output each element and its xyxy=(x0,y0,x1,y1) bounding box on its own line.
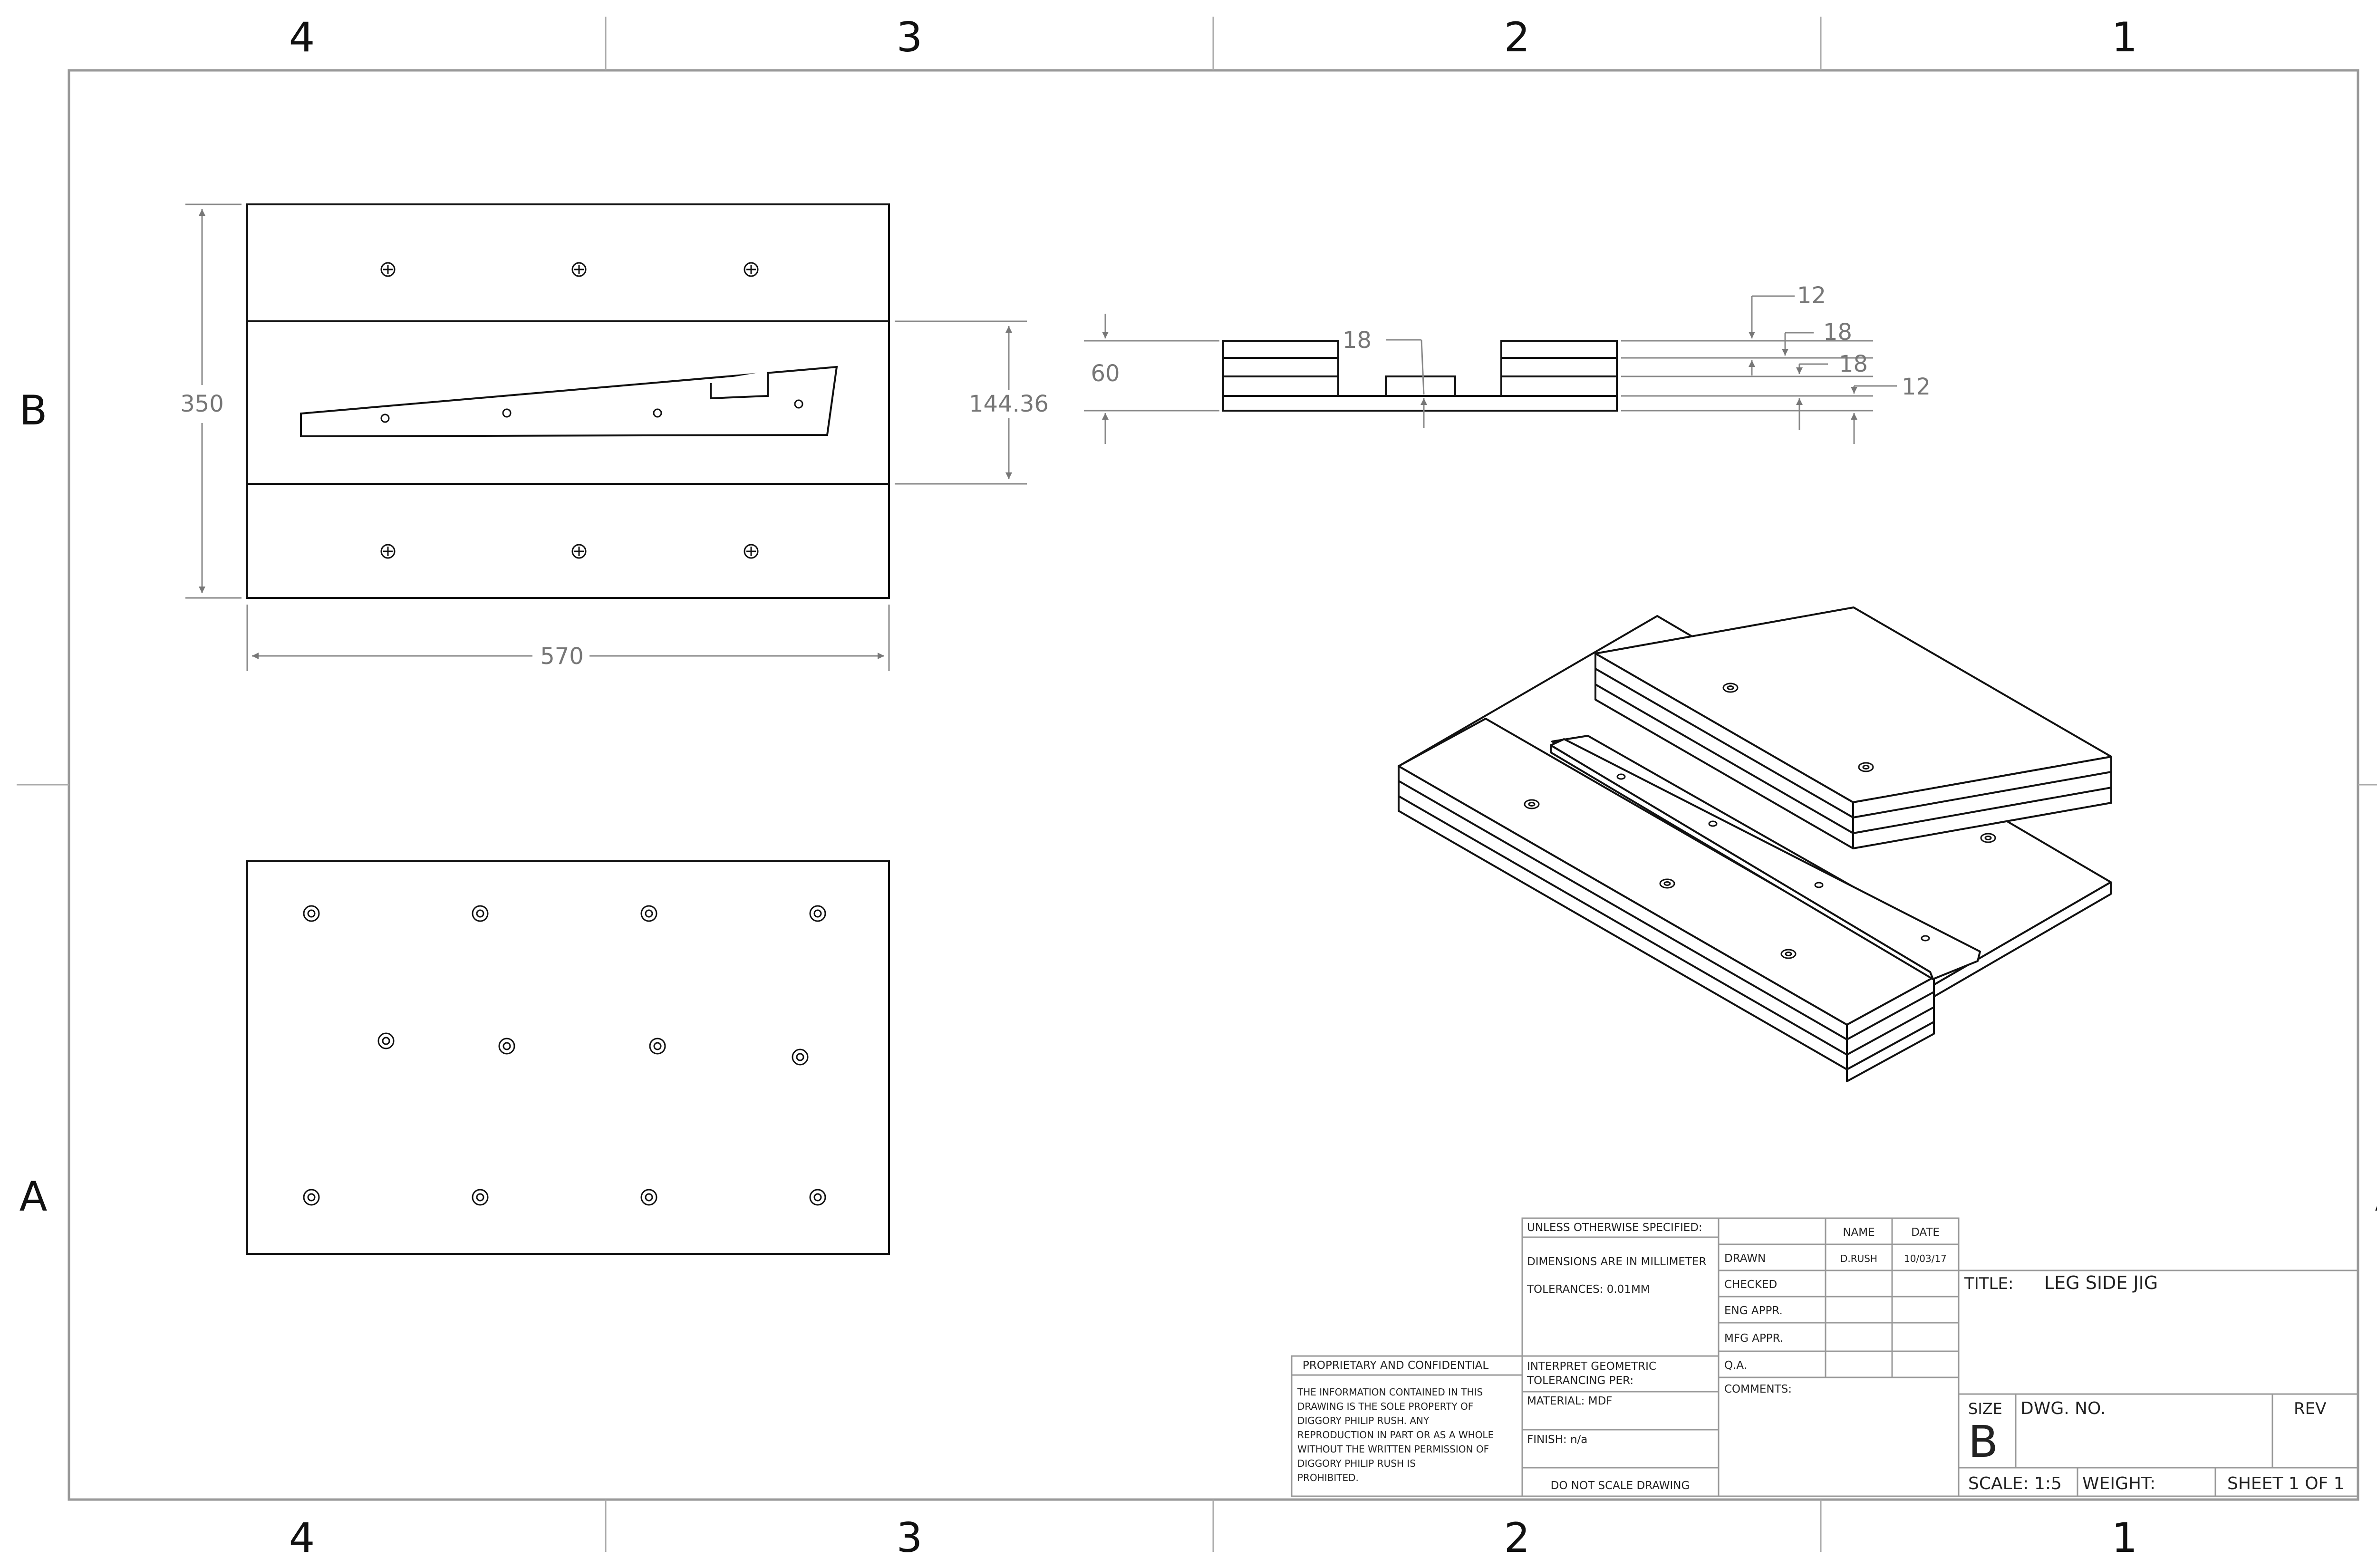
date-header: DATE xyxy=(1911,1226,1940,1239)
dimension-label: 12 xyxy=(1797,282,1826,309)
dimension-plan-width xyxy=(246,605,890,671)
interpret-text: INTERPRET GEOMETRIC xyxy=(1527,1360,1656,1373)
size-label: SIZE xyxy=(1968,1400,2002,1418)
mfg-appr-label: MFG APPR. xyxy=(1724,1332,1783,1345)
sheet-text: SHEET 1 OF 1 xyxy=(2227,1474,2345,1493)
dimension-label: 18 xyxy=(1823,319,1852,346)
dimension-label: 18 xyxy=(1343,327,1372,354)
proprietary-line: WITHOUT THE WRITTEN PERMISSION OF xyxy=(1297,1443,1489,1455)
zone-column-label: 4 xyxy=(289,1514,315,1562)
dimension-label: 60 xyxy=(1091,360,1120,387)
dimension-plan-height xyxy=(185,203,242,599)
proprietary-line: THE INFORMATION CONTAINED IN THIS xyxy=(1297,1386,1483,1398)
countersunk-holes-bottom-view xyxy=(303,905,826,1206)
dimension-label: 570 xyxy=(540,643,584,670)
bottom-view xyxy=(246,860,890,1255)
front-view xyxy=(1222,340,1618,412)
drawn-date: 10/03/17 xyxy=(1904,1253,1947,1264)
dimensions-unit-text: DIMENSIONS ARE IN MILLIMETER xyxy=(1527,1256,1707,1268)
zone-column-label: 2 xyxy=(1504,1514,1530,1562)
interpret-text: TOLERANCING PER: xyxy=(1527,1375,1633,1387)
name-header: NAME xyxy=(1843,1226,1875,1239)
zone-ticks xyxy=(17,17,2377,1552)
material-text: MATERIAL: MDF xyxy=(1527,1395,1613,1407)
drawn-name: D.RUSH xyxy=(1840,1253,1877,1264)
drawn-label: DRAWN xyxy=(1724,1252,1766,1265)
checked-label: CHECKED xyxy=(1724,1279,1777,1291)
leg-profile-notch xyxy=(710,373,769,400)
dimension-label: 144.36 xyxy=(969,391,1049,417)
title-block xyxy=(1291,1217,2359,1497)
rev-label: REV xyxy=(2294,1399,2326,1418)
dimension-label: 12 xyxy=(1902,374,1931,400)
do-not-scale-text: DO NOT SCALE DRAWING xyxy=(1551,1480,1690,1492)
unless-specified-label: UNLESS OTHERWISE SPECIFIED: xyxy=(1527,1222,1702,1234)
zone-row-label: A xyxy=(2375,1173,2377,1221)
notch-mask xyxy=(711,371,767,384)
top-view xyxy=(246,203,890,599)
leg-profile-holes xyxy=(380,399,803,423)
proprietary-line: DRAWING IS THE SOLE PROPERTY OF xyxy=(1297,1401,1473,1412)
top-view-outline xyxy=(246,203,890,599)
dimension-label: 350 xyxy=(180,391,224,417)
screw-holes-top-view xyxy=(380,262,759,559)
finish-text: FINISH: n/a xyxy=(1527,1433,1587,1446)
dimension-slot-width xyxy=(895,320,1027,485)
leg-profile-outline xyxy=(300,366,838,438)
isometric-holes xyxy=(1524,683,1996,959)
front-view-dimension-lines xyxy=(1084,295,1897,444)
proprietary-line: DIGGORY PHILIP RUSH. ANY xyxy=(1297,1415,1430,1426)
zone-column-label: 1 xyxy=(2112,14,2138,61)
proprietary-title: PROPRIETARY AND CONFIDENTIAL xyxy=(1303,1359,1488,1372)
scale-text: SCALE: 1:5 xyxy=(1968,1474,2062,1493)
proprietary-line: REPRODUCTION IN PART OR AS A WHOLE xyxy=(1297,1429,1494,1441)
isometric-leg-profile xyxy=(1550,738,1981,980)
dwg-no-label: DWG. NO. xyxy=(2020,1399,2106,1418)
zone-column-label: 3 xyxy=(897,1514,923,1562)
proprietary-line: DIGGORY PHILIP RUSH IS xyxy=(1297,1458,1416,1469)
zone-column-label: 3 xyxy=(897,14,923,61)
drawing-title: LEG SIDE JIG xyxy=(2044,1272,2158,1293)
comments-label: COMMENTS: xyxy=(1724,1383,1792,1395)
zone-column-label: 1 xyxy=(2112,1514,2138,1562)
proprietary-line: PROHIBITED. xyxy=(1297,1472,1359,1483)
qa-label: Q.A. xyxy=(1724,1359,1747,1372)
zone-column-label: 4 xyxy=(289,14,315,61)
bottom-view-outline xyxy=(246,860,890,1255)
title-label: TITLE: xyxy=(1964,1274,2013,1293)
zone-column-label: 2 xyxy=(1504,14,1530,61)
zone-row-label: B xyxy=(2375,387,2377,434)
weight-text: WEIGHT: xyxy=(2082,1474,2155,1493)
dimension-label: 18 xyxy=(1839,351,1868,377)
eng-appr-label: ENG APPR. xyxy=(1724,1305,1783,1317)
tolerances-text: TOLERANCES: 0.01MM xyxy=(1527,1283,1650,1296)
zone-row-label: B xyxy=(19,387,48,434)
size-value: B xyxy=(1968,1416,1998,1467)
zone-row-label: A xyxy=(19,1173,48,1221)
